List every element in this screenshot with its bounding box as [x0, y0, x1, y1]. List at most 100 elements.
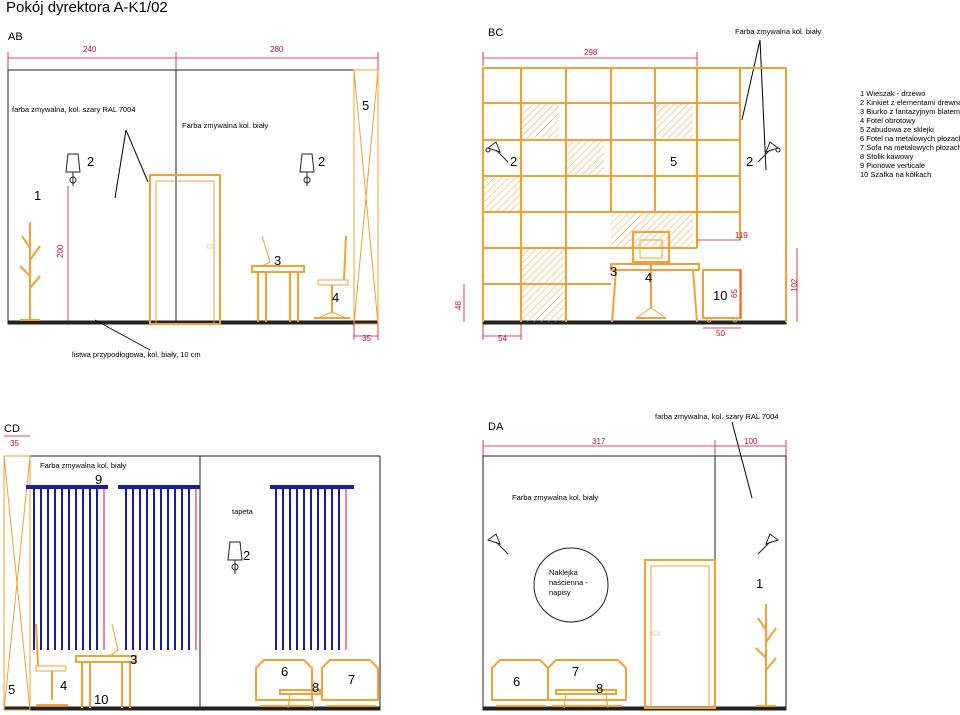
legend-item-1: 1 Wieszak - drzewo	[860, 89, 925, 98]
dimension-top-bc	[482, 52, 698, 66]
note-gray-paint-ab: farba zmywalna, kol. szary RAL 7004	[12, 105, 136, 114]
coffee-table-cd	[279, 689, 321, 709]
legend-item-5: 5 Zabudowa ze sklejki	[860, 125, 934, 134]
coat-tree-icon	[19, 222, 41, 321]
office-chair-cd	[35, 623, 68, 706]
callout-lamp-1: 2	[510, 154, 517, 169]
note-gray-paint-da: farba zmywalna, kol. szary RAL 7004	[655, 412, 779, 421]
callout-plywood: 5	[362, 98, 369, 113]
wall-lamp-icon	[486, 533, 509, 555]
dim-298: 298	[584, 48, 598, 57]
office-chair-bc	[632, 231, 670, 319]
sheet-title: Pokój dyrektora A-K1/02	[6, 0, 168, 16]
wall-lamp-icon	[757, 141, 781, 163]
legend-item-3: 3 Biurko z fantazyjnym blatem	[860, 107, 960, 116]
shelving-unit	[482, 67, 787, 322]
legend-item-8: 8 Stolik kawowy	[860, 152, 914, 161]
dim-100: 100	[744, 437, 758, 446]
dim-200: 200	[56, 244, 65, 258]
section-label-ab: AB	[8, 31, 23, 43]
callout-table-cd: 8	[312, 680, 319, 695]
office-chair-ab	[314, 235, 350, 319]
callout-plywood-cd: 5	[8, 682, 15, 697]
legend-item-6: 6 Fotel na metalowych płozach	[860, 134, 960, 143]
dimension-top-ab	[7, 52, 379, 70]
callout-armchair-da: 6	[513, 674, 520, 689]
dim-119: 119	[735, 231, 748, 240]
elevation-ab: AB 240 280 farba zmywalna, kol. szary RA…	[7, 31, 379, 359]
rolling-cabinet	[702, 269, 742, 323]
decal-text-2: naścienna -	[549, 578, 588, 587]
callout-sconce-cd: 2	[243, 548, 250, 563]
plywood-panel-ab	[353, 69, 379, 325]
callout-shelving: 5	[670, 154, 677, 169]
dimension-top-da	[482, 440, 787, 456]
sconce-icon	[65, 153, 81, 186]
callout-sconce-2: 2	[318, 154, 325, 169]
dim-317: 317	[592, 437, 606, 446]
dim-102: 102	[790, 278, 799, 292]
door-ab	[149, 174, 221, 325]
callout-armchair-cd: 6	[281, 664, 288, 679]
callout-table-da: 8	[596, 681, 603, 696]
desk-ab	[251, 235, 305, 322]
decal-text-1: Naklejka	[549, 568, 579, 577]
wall-lamp-icon	[485, 141, 509, 163]
legend-item-10: 10 Szafka na kółkach	[860, 170, 931, 179]
legend-item-2: 2 Kinkiet z elementami drewna	[860, 98, 960, 107]
coat-tree-icon	[755, 604, 777, 707]
legend-item-7: 7 Sofa na metalowych płozach	[860, 143, 960, 152]
callout-sofa-da: 7	[572, 664, 579, 679]
callout-desk-cd: 3	[130, 652, 137, 667]
decal-text-3: napisy	[549, 588, 571, 597]
callout-desk: 3	[274, 253, 281, 268]
dim-54: 54	[498, 334, 507, 343]
vertical-blinds-1	[26, 485, 108, 650]
callout-chair-cd: 4	[60, 678, 67, 693]
callout-sofa-cd: 7	[348, 672, 355, 687]
wall-decal	[533, 547, 609, 623]
callout-chair: 4	[332, 290, 339, 305]
callout-sconce-1: 2	[87, 154, 94, 169]
desk-cd	[75, 623, 137, 708]
dim-48: 48	[454, 301, 463, 310]
section-label-da: DA	[488, 421, 504, 433]
dim-65: 65	[730, 289, 739, 298]
note-white-paint-bc: Farba zmywalna kol. biały	[735, 27, 822, 36]
callout-cabinet: 10	[713, 288, 727, 303]
callout-lamp-2: 2	[746, 154, 753, 169]
section-label-bc: BC	[488, 27, 503, 39]
legend-item-9: 9 Pionowe verticale	[860, 161, 925, 170]
callout-coat-tree-da: 1	[756, 576, 763, 591]
sconce-icon	[299, 153, 315, 186]
note-baseboard: listwa przypodłogowa, kol. biały, 10 cm	[72, 350, 201, 359]
dim-35: 35	[362, 334, 371, 343]
callout-chair-bc: 4	[645, 270, 652, 285]
callout-coat-tree: 1	[34, 188, 41, 203]
dim-50: 50	[716, 329, 725, 338]
leader-line-ab-2	[125, 129, 149, 183]
leader-line-bc-1	[741, 39, 761, 121]
leader-line-baseboard	[94, 319, 151, 351]
wall-outline-da	[482, 455, 787, 711]
legend: 1 Wieszak - drzewo 2 Kinkiet z elementam…	[860, 89, 960, 179]
leader-line-ab-1	[114, 129, 127, 199]
section-label-cd: CD	[4, 423, 20, 435]
elevation-da: DA farba zmywalna, kol. szary RAL 7004 3…	[482, 412, 787, 711]
elevation-bc: BC 298 Farba zmywalna kol. biały	[454, 27, 822, 343]
armchair-cd	[255, 659, 313, 707]
wall-outline-cd	[3, 455, 381, 711]
leader-line-bc-2	[759, 39, 767, 171]
note-wallpaper: tapeta	[232, 507, 254, 516]
note-white-paint-ab: Farba zmywalna kol. biały	[182, 121, 269, 130]
vertical-blinds-2	[118, 485, 200, 650]
sconce-icon	[227, 541, 243, 574]
wall-lamp-icon	[757, 533, 780, 555]
note-white-paint-cd: Farba zmywalna kol. biały	[40, 461, 127, 470]
elevation-cd: CD 3 5 Farba zmywalna kol. biały tapeta	[3, 423, 381, 711]
plywood-panel-cd	[3, 455, 31, 711]
leader-line-da	[731, 421, 753, 499]
vertical-blinds-3	[270, 485, 354, 650]
dim-240: 240	[83, 45, 97, 54]
